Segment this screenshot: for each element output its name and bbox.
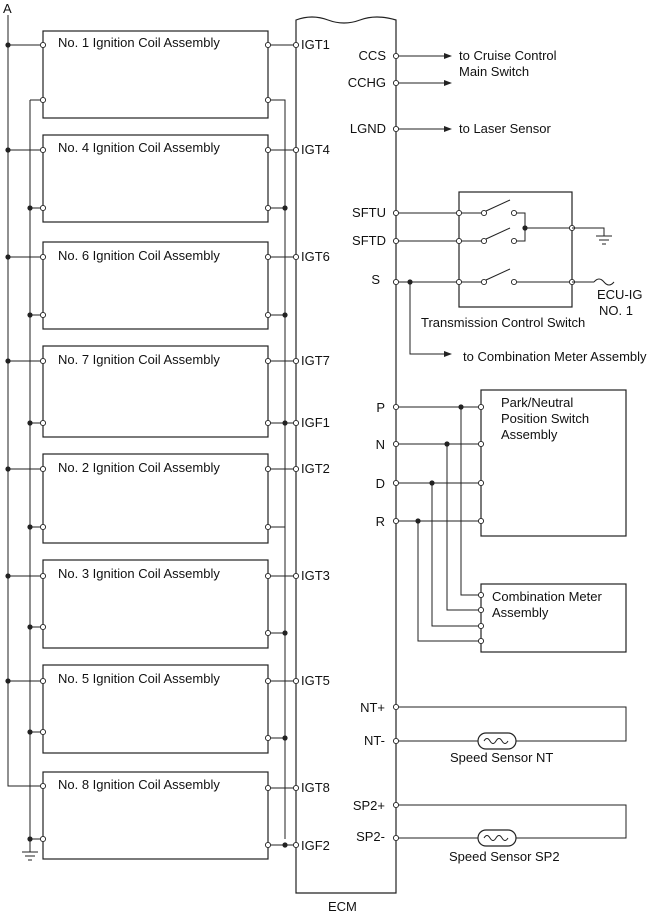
pin-ccs: CCS bbox=[359, 48, 387, 63]
coil-label: No. 8 Ignition Coil Assembly bbox=[58, 777, 220, 792]
coil-no2: No. 2 Ignition Coil Assembly IGT2 bbox=[5, 453, 330, 544]
coil-box bbox=[42, 30, 269, 119]
pin-sftu: SFTU bbox=[352, 205, 386, 220]
pin-n: N bbox=[376, 437, 385, 452]
coil-label: No. 3 Ignition Coil Assembly bbox=[58, 566, 220, 581]
pin-nt-minus: NT- bbox=[364, 733, 385, 748]
pin-p: P bbox=[376, 400, 385, 415]
coil-box bbox=[42, 664, 269, 754]
pn-label-2: Position Switch bbox=[501, 411, 589, 426]
coil-no3: No. 3 Ignition Coil Assembly IGT3 bbox=[5, 559, 330, 649]
cm-label-1: Combination Meter bbox=[492, 589, 602, 604]
pin-igt6: IGT6 bbox=[301, 249, 330, 264]
wire-a-bus bbox=[7, 15, 43, 787]
dest-cruise: to Cruise Control bbox=[459, 48, 557, 63]
ecm-body bbox=[295, 16, 397, 894]
pin-igt5: IGT5 bbox=[301, 673, 330, 688]
coil-label: No. 4 Ignition Coil Assembly bbox=[58, 140, 220, 155]
coil-box bbox=[42, 241, 269, 330]
park-neutral-switch: Park/Neutral Position Switch Assembly bbox=[392, 389, 627, 537]
pin-igf2: IGF2 bbox=[301, 838, 330, 853]
speed-sensor-nt-label: Speed Sensor NT bbox=[450, 750, 553, 765]
combination-meter: Combination Meter Assembly bbox=[417, 407, 627, 653]
coil-box bbox=[42, 771, 269, 860]
coil-no4: No. 4 Ignition Coil Assembly IGT4 bbox=[5, 134, 330, 223]
transmission-control-switch: ECU-IG NO. 1 Transmission Control Switch bbox=[392, 191, 643, 330]
right-pin-labels: CCS CCHG LGND SFTU SFTD S P N D R NT+ NT… bbox=[348, 48, 387, 844]
pin-r: R bbox=[376, 514, 385, 529]
pin-lgnd: LGND bbox=[350, 121, 386, 136]
cruise-control-lines: to Cruise Control Main Switch bbox=[392, 48, 557, 87]
pin-igt3: IGT3 bbox=[301, 568, 330, 583]
coil-no8: No. 8 Ignition Coil Assembly IGT8 IGF2 bbox=[27, 771, 330, 860]
speed-sensor-sp2: Speed Sensor SP2 bbox=[392, 801, 627, 864]
pin-sftd: SFTD bbox=[352, 233, 386, 248]
pin-d: D bbox=[376, 476, 385, 491]
transmission-switch-label: Transmission Control Switch bbox=[421, 315, 585, 330]
pin-igt8: IGT8 bbox=[301, 780, 330, 795]
coil-no7: No. 7 Ignition Coil Assembly IGT7 IGF1 bbox=[5, 345, 330, 438]
dest-laser: to Laser Sensor bbox=[459, 121, 551, 136]
pn-label-3: Assembly bbox=[501, 427, 558, 442]
speed-sensor-sp2-label: Speed Sensor SP2 bbox=[449, 849, 560, 864]
pin-igt2: IGT2 bbox=[301, 461, 330, 476]
pin-cchg: CCHG bbox=[348, 75, 386, 90]
coil-box bbox=[42, 134, 269, 223]
pin-igf1: IGF1 bbox=[301, 415, 330, 430]
ecu-ig-line2: NO. 1 bbox=[599, 303, 633, 318]
pin-sp2-minus: SP2- bbox=[356, 829, 385, 844]
pin-igt1: IGT1 bbox=[301, 37, 330, 52]
coil-box bbox=[42, 345, 269, 438]
dest-combination-meter: to Combination Meter Assembly bbox=[463, 349, 647, 364]
ground-symbol-left bbox=[22, 851, 38, 861]
pin-s: S bbox=[371, 272, 380, 287]
pin-igt4: IGT4 bbox=[301, 142, 330, 157]
s-to-combination-meter: to Combination Meter Assembly bbox=[407, 279, 647, 364]
coil-box bbox=[42, 559, 269, 649]
coil-label: No. 6 Ignition Coil Assembly bbox=[58, 248, 220, 263]
pn-label-1: Park/Neutral bbox=[501, 395, 573, 410]
cm-label-2: Assembly bbox=[492, 605, 549, 620]
coil-no5: No. 5 Ignition Coil Assembly IGT5 bbox=[5, 664, 330, 754]
coil-label: No. 1 Ignition Coil Assembly bbox=[58, 35, 220, 50]
pin-nt-plus: NT+ bbox=[360, 700, 385, 715]
pin-igt7: IGT7 bbox=[301, 353, 330, 368]
coil-label: No. 7 Ignition Coil Assembly bbox=[58, 352, 220, 367]
pin-sp2-plus: SP2+ bbox=[353, 798, 385, 813]
coil-no6: No. 6 Ignition Coil Assembly IGT6 bbox=[5, 241, 330, 330]
speed-sensor-nt: Speed Sensor NT bbox=[392, 703, 627, 765]
top-label: A bbox=[3, 1, 12, 16]
coil-box bbox=[42, 453, 269, 544]
coil-label: No. 5 Ignition Coil Assembly bbox=[58, 671, 220, 686]
ecm-label: ECM bbox=[328, 899, 357, 914]
dest-cruise-line2: Main Switch bbox=[459, 64, 529, 79]
laser-sensor-line: to Laser Sensor bbox=[392, 121, 551, 136]
coil-label: No. 2 Ignition Coil Assembly bbox=[58, 460, 220, 475]
ecu-ig-label: ECU-IG bbox=[597, 287, 643, 302]
coil-no1: No. 1 Ignition Coil Assembly IGT1 bbox=[5, 30, 330, 839]
